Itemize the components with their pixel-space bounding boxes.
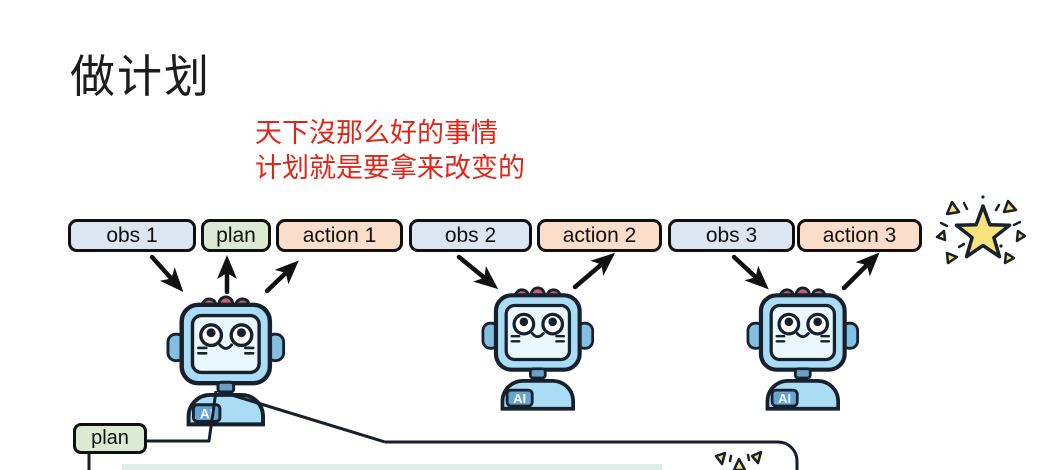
arrow-robot1-to-action1	[264, 260, 299, 294]
callout-tail-line	[224, 391, 386, 444]
arrow-obs2-to-robot2	[456, 254, 499, 290]
annotation-line-1: 天下沒那么好的事情	[255, 118, 498, 148]
robot-2-icon	[483, 288, 593, 409]
callout-plan-label: plan	[91, 427, 129, 449]
box-obs-1: obs 1	[68, 219, 196, 252]
arrow-obs1-to-robot1	[149, 254, 184, 292]
box-obs-1-label: obs 1	[106, 223, 158, 247]
arrows-step-3	[731, 252, 880, 291]
box-obs-3-label: obs 3	[705, 223, 758, 247]
box-obs-2-label: obs 2	[444, 223, 497, 247]
callout-bubble-border	[385, 440, 799, 470]
box-action-1-label: action 1	[302, 223, 377, 247]
arrows-step-2	[456, 252, 616, 290]
arrow-obs3-to-robot3	[731, 254, 769, 290]
box-action-2: action 2	[537, 219, 662, 252]
box-action-3: action 3	[797, 219, 922, 252]
callout-connector-line	[147, 390, 218, 443]
star-burst-icon	[935, 195, 1027, 265]
box-obs-2: obs 2	[409, 219, 532, 252]
box-plan: plan	[201, 219, 271, 252]
box-obs-3: obs 3	[668, 219, 795, 252]
page-title: 做计划	[70, 51, 212, 102]
robot-3-icon	[748, 288, 858, 409]
annotation-text: 天下沒那么好的事情 计划就是要拿来改变的	[255, 116, 525, 186]
box-action-1: action 1	[276, 219, 403, 252]
box-action-3-label: action 3	[822, 223, 897, 247]
annotation-line-2: 计划就是要拿来改变的	[255, 153, 525, 183]
box-action-2-label: action 2	[562, 223, 637, 247]
small-sparkle-icon	[714, 450, 763, 470]
arrows-step-1	[149, 254, 299, 295]
arrow-robot2-to-action2	[572, 252, 616, 290]
plan-callout	[87, 390, 799, 470]
arrow-robot3-to-action3	[841, 252, 880, 291]
callout-plan-box: plan	[73, 423, 147, 454]
box-plan-label: plan	[216, 223, 256, 247]
callout-highlight-strip	[122, 464, 662, 470]
